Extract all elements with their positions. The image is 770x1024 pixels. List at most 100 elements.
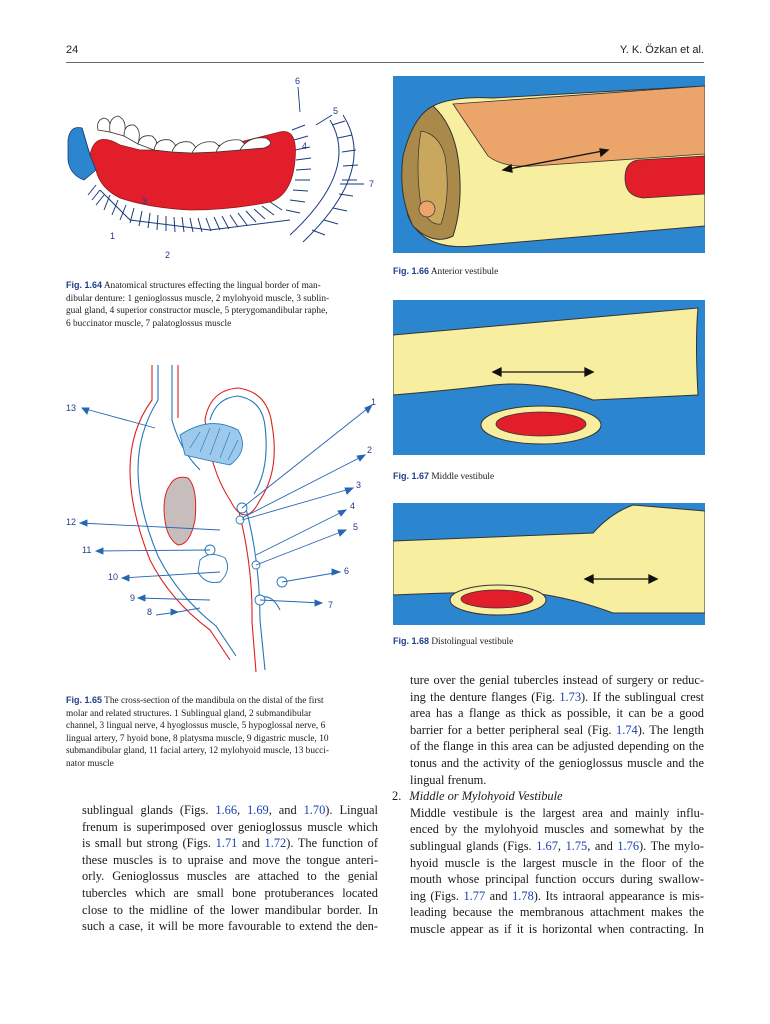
- text-segment: tubercles which are small bone protubera…: [82, 885, 378, 900]
- fig-1-64-caption-line-1: Anatomical structures effecting the ling…: [103, 281, 321, 291]
- fig-1-64-label: Fig. 1.64: [66, 280, 103, 290]
- text-segment: sublingual glands (Figs.: [82, 803, 216, 817]
- constrictor-hatching: [285, 124, 312, 214]
- page-number: 24: [66, 44, 79, 56]
- text-line: hyoid muscle is the largest muscle in th…: [410, 855, 704, 872]
- text-segment: ). The function of: [286, 836, 379, 851]
- figure-reference-link[interactable]: 1.69: [247, 803, 269, 817]
- fig-1-68-caption-text: Distolingual vestibule: [431, 637, 514, 647]
- fig-1-64-number-4: 4: [302, 141, 308, 151]
- palatoglossus-hatching: [289, 114, 359, 243]
- fig-1-65-label: Fig. 1.65: [66, 695, 103, 705]
- text-segment: and: [237, 836, 265, 851]
- figure-reference-link[interactable]: 1.77: [463, 888, 486, 903]
- left-paragraph: sublingual glands (Figs. 1.66, 1.69, and…: [82, 802, 378, 935]
- text-segment: such a case, it will be more favourable …: [82, 919, 378, 934]
- text-segment: mouth whose principal function occurs du…: [410, 872, 704, 887]
- fig-1-65-number-1: 1: [371, 397, 377, 407]
- text-segment: , and: [587, 838, 618, 853]
- fig-1-65-caption-line-6: nator muscle: [66, 758, 114, 769]
- fig-1-65-number-2: 2: [367, 445, 373, 455]
- distolingual-vestibule-arrow: [583, 573, 659, 585]
- text-segment: ,: [557, 838, 566, 853]
- text-line: is small but strong (Figs. 1.71 and 1.72…: [82, 835, 378, 852]
- text-segment: barrier for a better peripheral seal (Fi…: [410, 722, 617, 737]
- figure-reference-link[interactable]: 1.67: [536, 838, 558, 853]
- figure-reference-link[interactable]: 1.75: [565, 838, 588, 853]
- fig-1-65-caption-line-1: The cross-section of the mandibula on th…: [104, 696, 324, 706]
- figure-reference-link[interactable]: 1.71: [215, 836, 238, 851]
- text-line: orly. Genioglossus muscles are attached …: [82, 868, 378, 885]
- label-line-6: [297, 86, 301, 113]
- fig-1-65-illustration: [78, 365, 373, 673]
- fig-1-64-caption-line-4: 6 buccinator muscle, 7 palatoglossus mus…: [66, 318, 232, 329]
- text-segment: lingual frenum.: [410, 772, 487, 787]
- fig-1-64-caption: Fig. 1.64 Anatomical structures effectin…: [66, 279, 378, 330]
- fig-1-65-number-5: 5: [353, 522, 359, 532]
- figure-reference-link[interactable]: 1.78: [512, 888, 534, 903]
- text-line: lingual frenum.: [410, 772, 704, 789]
- fig-1-67-illustration: [393, 300, 705, 455]
- running-head-authors: Y. K. Özkan et al.: [619, 44, 704, 56]
- text-segment: is small but strong (Figs.: [82, 836, 216, 851]
- middle-vestibule-red: [495, 411, 587, 437]
- figure-reference-link[interactable]: 1.73: [559, 689, 582, 704]
- text-segment: orly. Genioglossus muscles are attached …: [82, 869, 378, 884]
- text-segment: of the flange in this area can be adjust…: [410, 739, 704, 754]
- fig-1-64-number-6: 6: [295, 76, 301, 86]
- genioglossus-hatching: [87, 184, 105, 206]
- fig-1-65-number-3: 3: [356, 480, 362, 490]
- sublingual-gland: [163, 476, 197, 546]
- distolingual-vestibule-red: [460, 589, 534, 609]
- text-line: ing the denture flanges (Fig. 1.73). If …: [410, 689, 704, 706]
- fig-1-66-illustration: [393, 76, 705, 253]
- fig-1-65-caption-line-5: submandibular gland, 11 facial artery, 1…: [66, 746, 329, 756]
- text-segment: ing the denture flanges (Fig.: [410, 689, 560, 704]
- section-heading-middle-vestibule: 2. Middle or Mylohyoid Vestibule: [392, 788, 704, 805]
- fig-1-68-label: Fig. 1.68: [393, 636, 430, 646]
- text-line: ture over the genial tubercles instead o…: [410, 672, 704, 689]
- text-segment: hyoid muscle is the largest muscle in th…: [410, 855, 704, 870]
- fig-1-64-number-5: 5: [333, 106, 339, 116]
- fig-1-64-number-3: 3: [142, 196, 148, 206]
- figure-reference-link[interactable]: 1.74: [616, 722, 638, 737]
- vessel-circles: [204, 502, 288, 606]
- mandible-ridge-hatched: [179, 423, 243, 466]
- text-segment: area has a flange as thick as possible, …: [410, 706, 704, 721]
- fig-1-65-number-12: 12: [66, 517, 77, 527]
- fig-1-65-caption-line-3: channel, 3 lingual nerve, 4 hyoglossus m…: [66, 721, 326, 731]
- anterior-vestibule-red: [624, 155, 705, 199]
- figure-reference-link[interactable]: 1.70: [303, 803, 326, 817]
- figure-reference-link[interactable]: 1.72: [264, 836, 287, 851]
- fig-1-65-caption-line-4: lingual artery, 7 hyoid bone, 8 platysma…: [66, 733, 329, 744]
- text-line: frenum is superimposed over genioglossus…: [82, 819, 378, 836]
- fig-1-65-number-13: 13: [66, 403, 77, 413]
- text-segment: leading because the membranous attachmen…: [410, 905, 704, 920]
- text-line: area has a flange as thick as possible, …: [410, 705, 704, 722]
- fig-1-64-caption-line-2: dibular denture: 1 genioglossus muscle, …: [66, 293, 330, 304]
- text-segment: frenum is superimposed over genioglossus…: [82, 819, 378, 834]
- text-line: barrier for a better peripheral seal (Fi…: [410, 722, 704, 739]
- text-line: close to the midline of the lower mandib…: [82, 902, 378, 919]
- figure-reference-link[interactable]: 1.66: [215, 803, 238, 817]
- text-segment: ). The length: [637, 722, 704, 737]
- text-segment: , and: [268, 803, 304, 817]
- fig-1-65-number-11: 11: [82, 545, 92, 555]
- figure-reference-link[interactable]: 1.76: [617, 838, 640, 853]
- text-line: such a case, it will be more favourable …: [82, 918, 378, 935]
- fig-1-68-illustration: [393, 503, 705, 625]
- text-segment: these muscles is to upraise and move the…: [82, 852, 378, 867]
- fig-1-65-number-9: 9: [130, 593, 136, 603]
- fig-1-64-caption-line-3: gual gland, 4 superior constructor muscl…: [66, 306, 328, 316]
- text-segment: Middle vestibule is the largest area and…: [410, 805, 704, 820]
- text-line: of the flange in this area can be adjust…: [410, 738, 704, 755]
- text-segment: ture over the genial tubercles instead o…: [410, 673, 704, 687]
- section-heading-text: Middle or Mylohyoid Vestibule: [409, 789, 563, 804]
- text-line: tonus and the activity of the geniogloss…: [410, 755, 704, 772]
- fig-1-65-number-10: 10: [108, 572, 119, 582]
- fig-1-66-caption: Fig. 1.66 Anterior vestibule: [393, 265, 498, 279]
- middle-vestibule-arrow: [491, 366, 595, 378]
- text-segment: enced by the mylohyoid muscles and somew…: [410, 822, 704, 837]
- mandible-red-body: [89, 131, 296, 211]
- fig-1-68-caption: Fig. 1.68 Distolingual vestibule: [393, 635, 513, 649]
